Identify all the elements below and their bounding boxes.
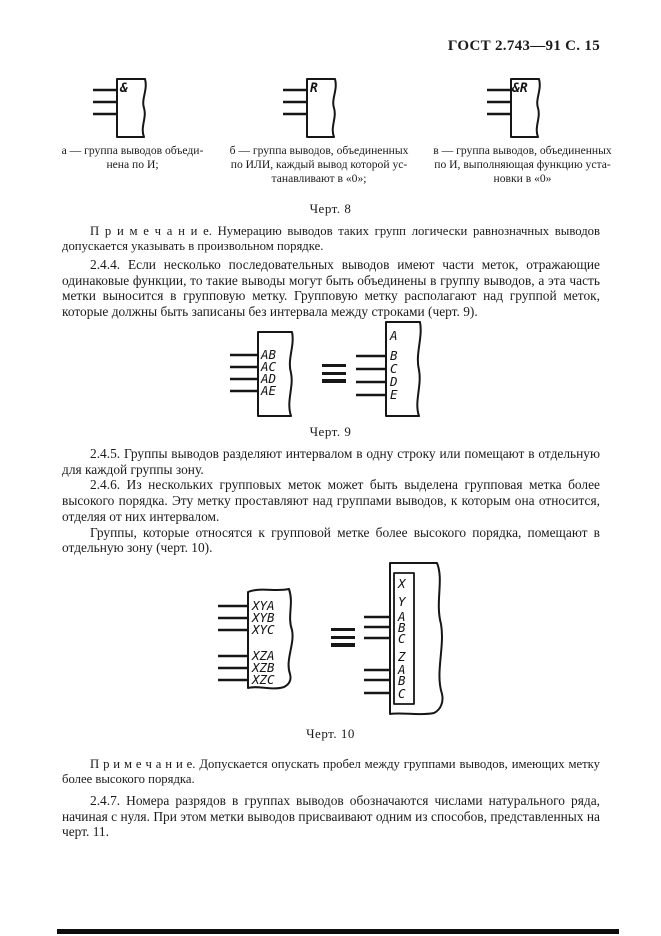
logic-symbol-and-reset-group: &R — [487, 78, 541, 138]
symbol-outline — [385, 321, 422, 417]
figure10-caption: Черт. 10 — [306, 726, 355, 741]
logic-symbol-or-reset-group: R — [283, 78, 337, 138]
paragraph-2-4-6: 2.4.6. Из нескольких групповых меток мож… — [62, 477, 600, 524]
symbol-caption-b: б — группа выводов, объединенных по ИЛИ,… — [208, 144, 430, 185]
symbol-outline — [389, 562, 444, 716]
group-label: A — [389, 328, 398, 343]
figure9-caption: Черт. 9 — [309, 424, 352, 439]
pin-label: B — [390, 348, 398, 363]
pin-label: AB — [260, 347, 277, 362]
figure9-left-symbol: AB AC AD AE — [230, 331, 294, 417]
higher-order-group-label: X — [397, 576, 407, 591]
pin-label: B — [398, 673, 406, 688]
pin-label: A — [397, 662, 406, 677]
pin-label: A — [397, 609, 406, 624]
equivalence-bar — [322, 364, 346, 368]
paragraph-2-4-6-cont: Группы, которые относятся к групповой ме… — [62, 524, 600, 556]
paragraphs-245-246: 2.4.5. Группы выводов разделяют интервал… — [62, 446, 600, 556]
equivalence-icon — [331, 628, 355, 651]
logic-symbol-and-group: & — [93, 78, 147, 138]
caption-line: нена по И; — [106, 157, 159, 171]
note-after-figure8: П р и м е ч а н и е. Нумерацию выводов т… — [62, 224, 600, 254]
caption-line: а — группа выводов объеди- — [61, 144, 204, 157]
symbol-outline — [306, 78, 337, 138]
caption-line: б — группа выводов, объединенных — [229, 144, 409, 157]
symbol-outline — [116, 78, 147, 138]
page-header: ГОСТ 2.743—91 С. 15 — [447, 38, 600, 54]
symbol-outline — [510, 78, 541, 138]
pin-label: AD — [260, 371, 276, 386]
symbol-function-label: &R — [511, 81, 528, 96]
figure8-caption: Черт. 8 — [309, 201, 352, 216]
caption-line: танавливают в «0»; — [271, 171, 367, 185]
pin-label: AE — [260, 383, 277, 398]
pin-label: XYC — [251, 622, 275, 637]
symbol-function-label: & — [119, 81, 128, 96]
pin-label: E — [390, 387, 398, 402]
note-after-figure10: П р и м е ч а н и е. Допускается опускат… — [62, 757, 600, 787]
symbol-caption-a: а — группа выводов объеди- нена по И; — [45, 144, 220, 172]
group-label: Y — [398, 594, 407, 609]
pin-label: AC — [260, 359, 277, 374]
paragraph-2-4-4: 2.4.4. Если несколько последовательных в… — [62, 257, 600, 320]
pin-label: XZB — [251, 660, 275, 675]
caption-line: новки в «0» — [493, 171, 552, 185]
pin-label: XYB — [251, 610, 275, 625]
symbol-caption-v: в — группа выводов, объединенных по И, в… — [420, 144, 625, 185]
symbol-outline — [257, 331, 294, 417]
equivalence-bar — [322, 371, 346, 375]
equivalence-bar — [331, 643, 355, 647]
pin-label: C — [398, 686, 406, 701]
symbol-function-label: R — [310, 81, 318, 96]
figure9-right-symbol: A B C D E — [356, 321, 422, 417]
pin-label: C — [390, 361, 398, 376]
pin-label: C — [398, 631, 406, 646]
symbol-outline — [247, 588, 294, 690]
pin-label: XYA — [251, 598, 275, 613]
figure10-right-symbol: X Y A B C Z A B C — [364, 562, 444, 716]
scan-edge-artifact — [57, 929, 619, 934]
equivalence-bar — [331, 635, 355, 639]
pin-label: B — [398, 620, 406, 635]
pin-label: XZC — [251, 672, 275, 687]
equivalence-bar — [322, 379, 346, 383]
caption-line: по И, выполняющая функцию уста- — [434, 157, 611, 171]
paragraph-2-4-5: 2.4.5. Группы выводов разделяют интервал… — [62, 446, 600, 477]
paragraph-2-4-7: 2.4.7. Номера разрядов в группах выводов… — [62, 793, 600, 840]
caption-line: в — группа выводов, объединенных — [433, 144, 612, 157]
pin-label: XZA — [251, 648, 275, 663]
equivalence-bar — [331, 628, 355, 632]
caption-line: по ИЛИ, каждый вывод которой ус- — [230, 157, 408, 171]
figure10-left-symbol: XYA XYB XYC XZA XZB XZC — [218, 588, 294, 690]
equivalence-icon — [322, 364, 346, 387]
group-label: Z — [397, 649, 406, 664]
zone-rectangle — [393, 572, 415, 705]
pin-label: D — [389, 374, 398, 389]
